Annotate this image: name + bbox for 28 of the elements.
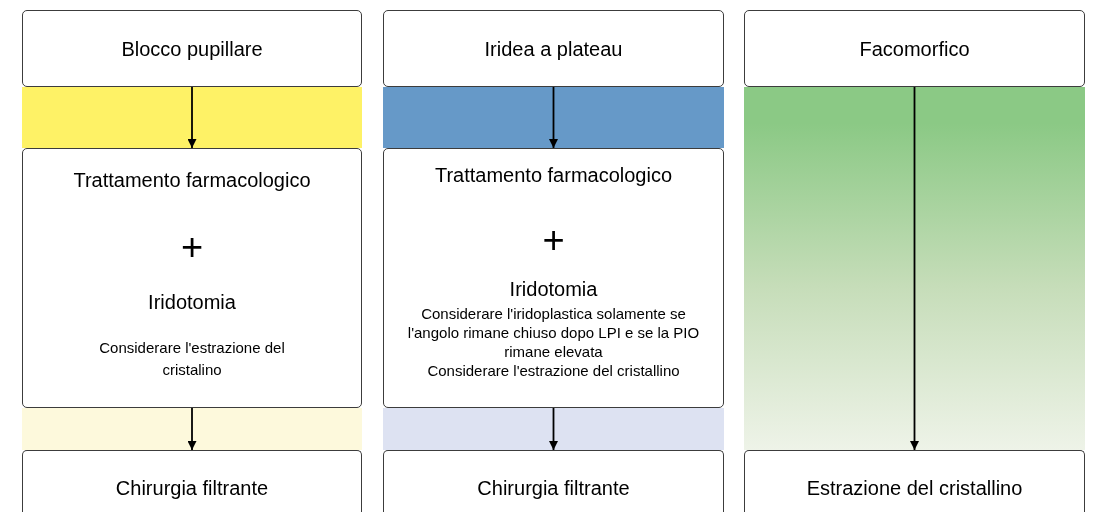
box-label: Blocco pupillare: [121, 36, 263, 62]
arrow: [910, 86, 919, 451]
plus-sign: +: [542, 220, 565, 260]
box-subheading: Iridotomia: [509, 277, 598, 302]
box-label: Estrazione del cristallino: [806, 476, 1023, 501]
arrow: [549, 86, 558, 149]
process-box: [383, 148, 724, 408]
arrow: [187, 86, 197, 149]
box-label: Facomorfico: [859, 36, 970, 62]
plus-sign: +: [180, 227, 204, 267]
process-box: [22, 450, 362, 512]
box-label: Chirurgia filtrante: [477, 476, 630, 501]
arrow: [549, 407, 558, 451]
note-text: Considerare l'estrazione del cristallino: [427, 361, 680, 380]
process-box: [22, 148, 362, 408]
note-text: Considerare l'iridoplastica solamente se l'angolo rimane chiuso dopo LPI e se la PIO rimane elevata: [406, 304, 701, 361]
box-heading: Trattamento farmacologico: [73, 168, 311, 193]
process-box: [744, 450, 1085, 512]
box-label: Chirurgia filtrante: [115, 476, 269, 501]
box-label: Iridea a plateau: [484, 36, 623, 62]
arrow: [187, 407, 197, 451]
box-heading: Trattamento farmacologico: [434, 163, 673, 188]
process-box: [383, 450, 724, 512]
box-subheading: Iridotomia: [148, 290, 236, 315]
note-text: Considerare l'estrazione del cristalino: [98, 338, 286, 380]
process-box: [383, 10, 724, 87]
process-box: [744, 10, 1085, 87]
process-box: [22, 10, 362, 87]
